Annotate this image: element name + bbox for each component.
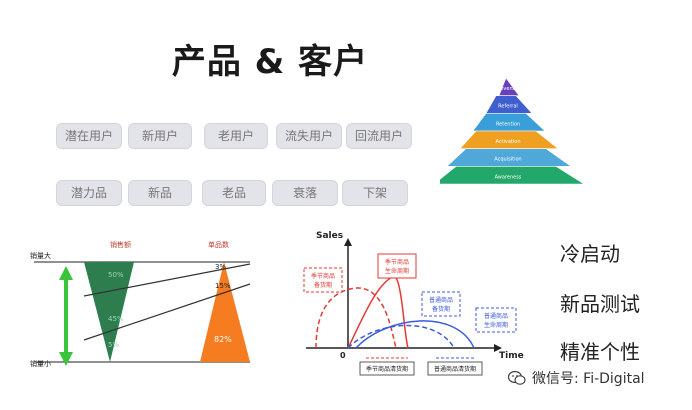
pyramid-label-awareness: Awareness bbox=[495, 174, 522, 180]
funnel-right-triangle bbox=[200, 262, 250, 362]
page-title: 产品 & 客户 bbox=[171, 42, 369, 82]
pyramid-label-activation: Activation bbox=[495, 139, 520, 145]
funnel-left-pct-1: 50% bbox=[108, 271, 124, 279]
normal-life-curve bbox=[355, 320, 475, 349]
product-tag-3: 老品 bbox=[202, 180, 266, 206]
watermark-text: 微信号: Fi-Digital bbox=[532, 371, 645, 387]
lifecycle-x-arrow-icon bbox=[494, 344, 502, 352]
funnel-left-pct-2: 45% bbox=[108, 315, 124, 323]
side-label-personalization: 精准个性 bbox=[560, 340, 640, 364]
pyramid-level-referral bbox=[485, 95, 533, 114]
normal-stock-curve bbox=[347, 324, 455, 349]
watermark: 微信号: Fi-Digital bbox=[508, 368, 645, 388]
svg-text:普通商品清货期: 普通商品清货期 bbox=[434, 365, 476, 373]
pyramid-level-awareness bbox=[440, 166, 586, 185]
side-label-new-product-test: 新品测试 bbox=[560, 292, 640, 316]
label-seasonal-clear: 季节商品清货期 bbox=[359, 361, 415, 376]
svg-text:普通商品: 普通商品 bbox=[429, 296, 453, 304]
funnel-right-header: 单品数 bbox=[208, 240, 229, 249]
user-tag-4: 流失用户 bbox=[276, 123, 342, 149]
wechat-icon bbox=[508, 370, 526, 385]
funnel-right-pct-3: 82% bbox=[214, 335, 232, 344]
seasonal-life-curve bbox=[347, 275, 409, 349]
pyramid-level-acquisition bbox=[446, 148, 572, 167]
pyramid-label-retention: Retention bbox=[496, 121, 520, 127]
funnel-right-pct-2: 15% bbox=[215, 282, 231, 290]
lifecycle-y-arrow-icon bbox=[344, 238, 352, 246]
funnel-left-triangle bbox=[84, 262, 134, 362]
product-tag-1: 潜力品 bbox=[56, 180, 122, 206]
seasonal-stock-curve bbox=[315, 287, 397, 349]
side-label-cold-start: 冷启动 bbox=[560, 242, 620, 266]
pyramid-label-acquisition: Acquisition bbox=[494, 157, 521, 163]
product-tag-2: 新品 bbox=[128, 180, 192, 206]
funnel-left-header: 销售额 bbox=[110, 240, 131, 249]
product-tag-5: 下架 bbox=[342, 180, 408, 206]
pyramid-label-referral: Referral bbox=[498, 104, 518, 110]
funnel-left-pct-3: 5% bbox=[108, 341, 119, 349]
svg-text:季节商品清货期: 季节商品清货期 bbox=[366, 365, 408, 373]
pyramid-label-revenue: Revenue bbox=[497, 86, 519, 92]
funnel-diagram: 销售额 单品数 销量大 销量小 50% 45% 5% 3% 15% 82% bbox=[30, 240, 251, 368]
svg-text:普通商品: 普通商品 bbox=[484, 312, 508, 320]
label-normal-stock: 普通商品 备货期 bbox=[421, 291, 461, 317]
funnel-right-pct-1: 3% bbox=[215, 263, 226, 271]
user-tag-5: 回流用户 bbox=[346, 123, 412, 149]
pyramid-level-retention bbox=[472, 113, 546, 132]
label-seasonal-stock: 季节商品 备货期 bbox=[303, 267, 343, 293]
svg-text:生命周期: 生命周期 bbox=[484, 321, 508, 329]
pyramid-level-activation bbox=[459, 130, 559, 149]
svg-text:季节商品: 季节商品 bbox=[311, 272, 335, 280]
label-normal-life: 普通商品 生命周期 bbox=[475, 307, 517, 333]
user-tag-1: 潜在用户 bbox=[56, 123, 122, 149]
funnel-axis-top: 销量大 bbox=[30, 251, 51, 260]
user-tag-3: 老用户 bbox=[204, 123, 268, 149]
funnel-arrow-up-icon bbox=[59, 266, 73, 280]
label-normal-clear: 普通商品清货期 bbox=[427, 361, 483, 376]
svg-text:生命周期: 生命周期 bbox=[385, 267, 409, 275]
lifecycle-y-axis-label: Sales bbox=[316, 231, 343, 241]
funnel-divider-2 bbox=[83, 283, 251, 341]
svg-text:备货期: 备货期 bbox=[432, 305, 450, 313]
funnel-divider-1 bbox=[83, 263, 251, 297]
funnel-arrow-down-icon bbox=[59, 352, 73, 366]
funnel-axis-bottom: 销量小 bbox=[30, 359, 51, 368]
label-seasonal-life: 季节商品 生命周期 bbox=[377, 253, 417, 279]
user-tag-2: 新用户 bbox=[128, 123, 192, 149]
svg-text:季节商品: 季节商品 bbox=[385, 258, 409, 266]
product-tag-4: 衰落 bbox=[272, 180, 338, 206]
aarrr-pyramid: RevenueReferralRetentionActivationAcquis… bbox=[440, 77, 586, 185]
svg-text:备货期: 备货期 bbox=[314, 281, 332, 289]
lifecycle-origin-label: 0 bbox=[340, 351, 346, 360]
lifecycle-chart: Sales Time 0 季节商品 备货期 季节商品 生命周期 普通商品 备货期… bbox=[303, 231, 524, 376]
lifecycle-x-axis-label: Time bbox=[499, 351, 524, 361]
